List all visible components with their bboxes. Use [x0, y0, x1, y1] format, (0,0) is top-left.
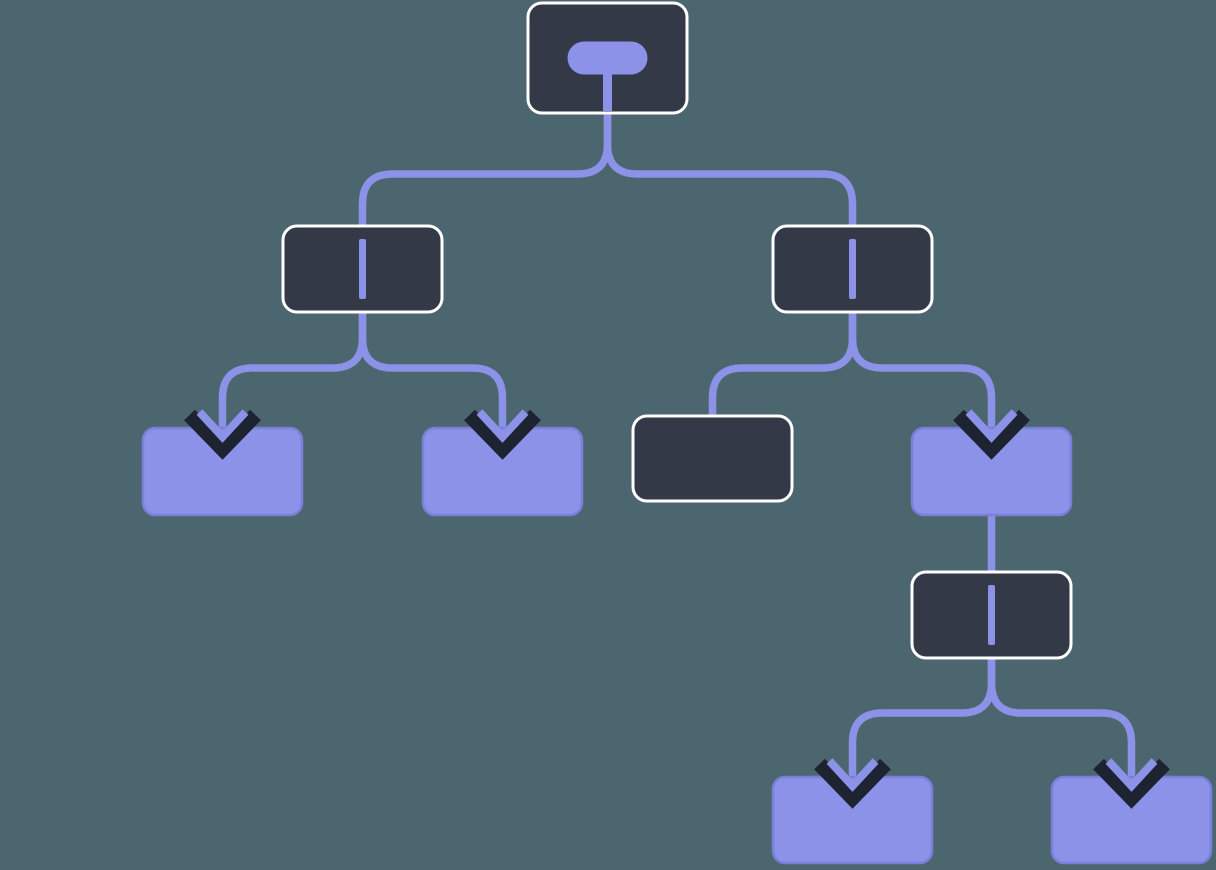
node-leaf-5[interactable]: [1050, 775, 1213, 865]
edge-branch-left-to-leaf-2: [358, 312, 507, 434]
chevron-dark-icon: [1093, 758, 1170, 809]
node-node-plain[interactable]: [631, 414, 794, 503]
chevron-dark-icon: [184, 409, 261, 460]
node-branch-right[interactable]: [771, 224, 934, 314]
chevron-dark-icon: [464, 409, 541, 460]
edge-root-to-branch-right: [603, 113, 857, 226]
node-leaf-1[interactable]: [141, 426, 304, 517]
purple-node-box: [910, 426, 1073, 517]
purple-node-box: [421, 426, 584, 517]
purple-node-box: [771, 775, 934, 865]
edge-branch-deep-to-leaf-5: [987, 658, 1136, 783]
node-leaf-2[interactable]: [421, 426, 584, 517]
arrowhead-down-icon: [1105, 758, 1158, 792]
pill-placeholder: [567, 41, 648, 75]
edges-layer: [218, 113, 1136, 783]
purple-node-box: [141, 426, 304, 517]
purple-node-box: [1050, 775, 1213, 865]
node-leaf-4[interactable]: [771, 775, 934, 865]
arrowhead-down-icon: [826, 758, 879, 792]
vertical-bar-placeholder: [849, 239, 856, 299]
arrowhead-down-icon: [965, 409, 1018, 443]
pill-stem: [603, 70, 612, 111]
node-branch-left[interactable]: [281, 224, 444, 314]
nodes-layer: [141, 1, 1213, 865]
dark-node-box: [631, 414, 794, 503]
edge-root-to-branch-left: [358, 113, 612, 226]
edge-branch-right-to-leaf-3: [848, 312, 996, 434]
node-branch-deep[interactable]: [910, 570, 1073, 660]
chevron-dark-icon: [953, 409, 1030, 460]
arrowhead-down-icon: [196, 409, 249, 443]
arrowhead-down-icon: [476, 409, 529, 443]
vertical-bar-placeholder: [359, 239, 366, 299]
vertical-bar-placeholder: [988, 585, 995, 645]
node-root[interactable]: [526, 1, 689, 115]
arrows-layer: [184, 409, 1170, 809]
chevron-dark-icon: [814, 758, 891, 809]
edge-branch-right-to-node-plain: [708, 312, 857, 416]
node-leaf-3[interactable]: [910, 426, 1073, 517]
